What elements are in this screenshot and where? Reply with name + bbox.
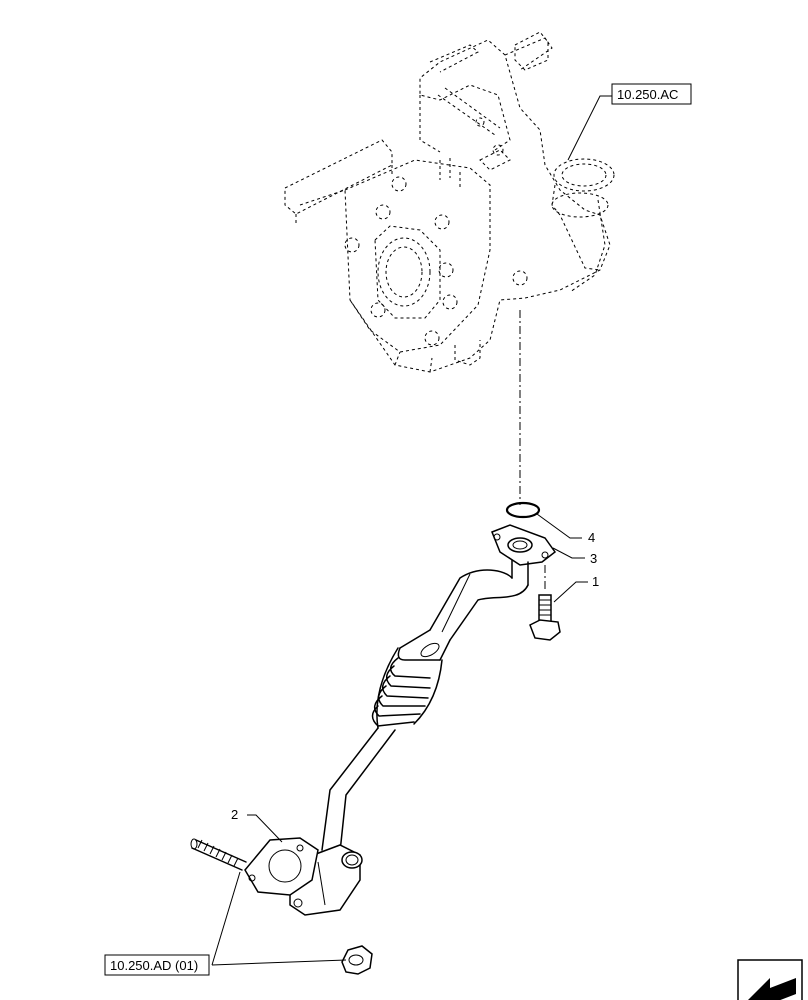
housing-bolts [344,176,528,346]
item-number-2: 2 [231,807,238,822]
ref-label-outlet[interactable]: 10.250.AD (01) [110,958,198,973]
item-number-1: 1 [592,574,599,589]
arrow-left-icon[interactable] [737,959,803,1000]
leader-lines [211,95,612,966]
turbocharger [284,31,615,373]
item-number-3: 3 [590,551,597,566]
bolt [529,565,561,641]
o-ring [505,501,541,519]
ref-box-outlet[interactable] [104,954,210,976]
stud [190,838,247,871]
ref-box-turbo[interactable] [611,83,692,105]
flexible-hose [371,629,451,729]
ref-label-turbo[interactable]: 10.250.AC [617,87,678,102]
callout-ref-turbo[interactable]: 10.250.AC [611,83,692,105]
gasket [244,837,319,896]
item-number-4: 4 [588,530,595,545]
nut [341,945,373,975]
oil-drain-pipe [289,524,557,916]
callout-ref-outlet[interactable]: 10.250.AD (01) [104,954,210,976]
